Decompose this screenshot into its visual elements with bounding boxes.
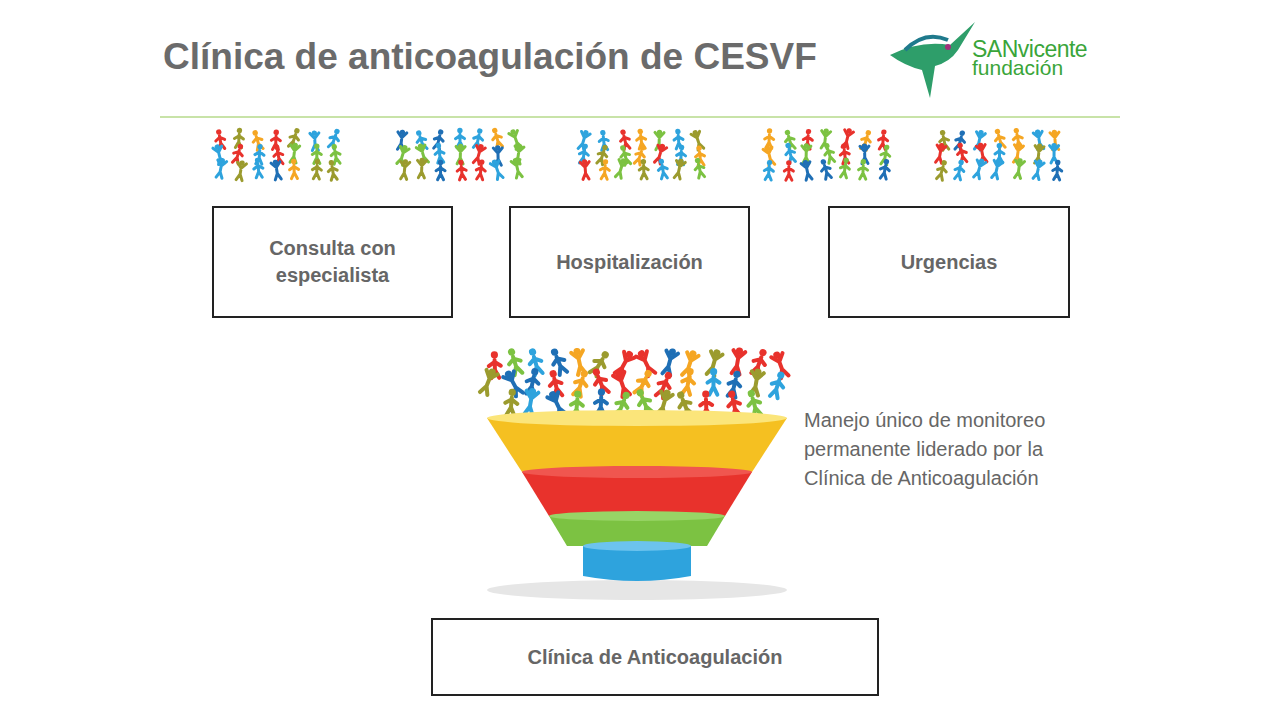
title: Clínica de anticoagulación de CESVF bbox=[163, 36, 817, 78]
process-box: Consulta con especialista bbox=[212, 206, 453, 318]
funnel bbox=[487, 410, 787, 600]
divider-line bbox=[160, 116, 1120, 118]
box-content: Consulta con especialista bbox=[228, 235, 437, 289]
note-text: Manejo único de monitoreo permanente lid… bbox=[804, 406, 1076, 493]
box-label: Consulta con especialista bbox=[228, 235, 437, 289]
box-content: Clínica de Anticoagulación bbox=[528, 644, 783, 671]
box-label: Urgencias bbox=[901, 249, 998, 276]
box-label: Hospitalización bbox=[556, 249, 703, 276]
box-content: Hospitalización bbox=[556, 249, 703, 276]
box-content: Urgencias bbox=[901, 249, 998, 276]
hummingbird-logo bbox=[890, 22, 975, 98]
box-label: Clínica de Anticoagulación bbox=[528, 644, 783, 671]
process-box: Hospitalización bbox=[509, 206, 750, 318]
logo-text: fundación bbox=[972, 56, 1063, 80]
process-box: Clínica de Anticoagulación bbox=[431, 618, 879, 696]
process-box: Urgencias bbox=[828, 206, 1070, 318]
